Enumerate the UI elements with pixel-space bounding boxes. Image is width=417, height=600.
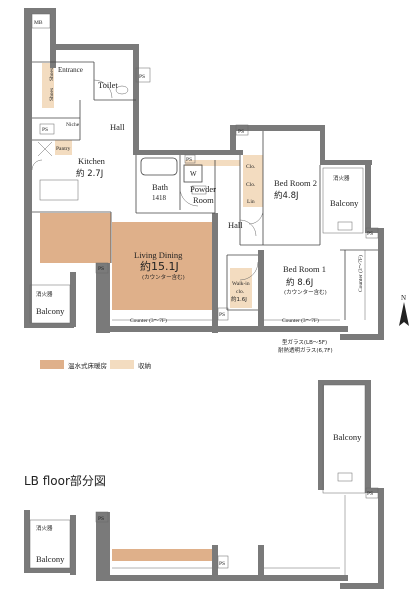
- legend-floor-heating-swatch: [40, 360, 64, 369]
- ps-label-bath: PS: [186, 157, 192, 163]
- upper-floor-plan: [24, 8, 384, 340]
- bath-label: Bath: [152, 182, 169, 192]
- ps-label-clo: PS: [238, 129, 244, 135]
- lb-floor-plan: [24, 380, 384, 589]
- living-area: 約15.1J: [140, 259, 179, 273]
- glass-label-1: 型ガラス(LB～5F): [282, 338, 327, 346]
- storage-bath-top: [185, 160, 240, 166]
- counter-right-label: Counter (3～7F): [282, 317, 319, 324]
- storage-walkin: [230, 268, 252, 308]
- fire-equip-label: 消火器: [333, 174, 350, 182]
- ps-label-niche: PS: [42, 127, 48, 133]
- lb-ps-label-3: PS: [367, 491, 373, 497]
- bath-size: 1418: [152, 194, 167, 202]
- shoes-label-2: Shoes: [49, 88, 55, 101]
- balcony-top-label: Balcony: [330, 198, 359, 208]
- kitchen-area: 約 2.7J: [76, 168, 103, 179]
- shoes-label-1: Shoes: [49, 68, 55, 81]
- compass: N: [399, 294, 409, 326]
- bed2-label: Bed Room 2: [274, 178, 317, 188]
- lb-floor-heating: [112, 549, 212, 561]
- lin-label: Lin: [247, 199, 255, 205]
- ps-label-toilet: PS: [139, 74, 145, 80]
- storage-lin: [243, 195, 263, 207]
- lb-balcony-label: Balcony: [333, 432, 362, 442]
- floor-heating-kitchen: [40, 213, 111, 263]
- storage-pantry: [55, 140, 72, 155]
- counter-side-label: Counter (3～7F): [357, 255, 364, 292]
- hall-label: Hall: [110, 122, 125, 132]
- living-note: (カウンター含む): [142, 273, 185, 281]
- niche-label: Niche: [66, 122, 80, 128]
- mb-label: MB: [34, 20, 43, 26]
- legend-floor-heating-label: 温水式床暖房: [68, 362, 107, 370]
- clo-label-2: Clo.: [246, 182, 256, 188]
- fire-equip-left: 消火器: [36, 290, 53, 298]
- glass-label-2: 耐熱透明ガラス(6,7F): [278, 346, 333, 354]
- hall-label-2: Hall: [228, 220, 243, 230]
- legend-storage-swatch: [110, 360, 134, 369]
- compass-label: N: [401, 294, 406, 302]
- clo-label-1: Clo.: [246, 164, 256, 170]
- floor-heating-living: [112, 222, 212, 310]
- powder-label: Powder: [190, 184, 216, 194]
- storage-shoes: [42, 63, 54, 108]
- walkin-area: 約1.6J: [231, 295, 247, 303]
- kitchen-label: Kitchen: [78, 156, 106, 166]
- bed2-area: 約4.8J: [274, 190, 299, 201]
- bed1-note: (カウンター含む): [284, 288, 327, 296]
- lb-ps-label-1: PS: [98, 516, 104, 522]
- lb-balcony-left-label: Balcony: [36, 554, 65, 564]
- walkin-label-1: Walk-in: [232, 281, 250, 287]
- walkin-label-2: clo.: [236, 289, 245, 295]
- toilet-label: Toilet: [98, 80, 118, 90]
- ps-label-bed1: PS: [367, 231, 373, 237]
- ps-label-walkin: PS: [219, 312, 225, 318]
- bed1-area: 約 8.6J: [286, 277, 313, 288]
- ps-label-living: PS: [98, 266, 104, 272]
- lb-ps-label-2: PS: [219, 561, 225, 567]
- pantry-label: Pantry: [56, 146, 71, 152]
- entrance-label: Entrance: [58, 66, 83, 74]
- lb-fire-equip-label: 消火器: [36, 524, 53, 532]
- bed1-label: Bed Room 1: [283, 264, 326, 274]
- lb-floor-section-title: LB floor部分図: [24, 474, 106, 488]
- balcony-left-label: Balcony: [36, 306, 65, 316]
- w-label: W: [190, 170, 197, 178]
- living-label: Living Dining: [134, 250, 183, 260]
- counter-left-label: Counter (3～7F): [130, 317, 167, 324]
- storage-clo: [243, 155, 263, 195]
- legend-storage-label: 収納: [138, 362, 151, 370]
- powder-label-2: Room: [193, 195, 214, 205]
